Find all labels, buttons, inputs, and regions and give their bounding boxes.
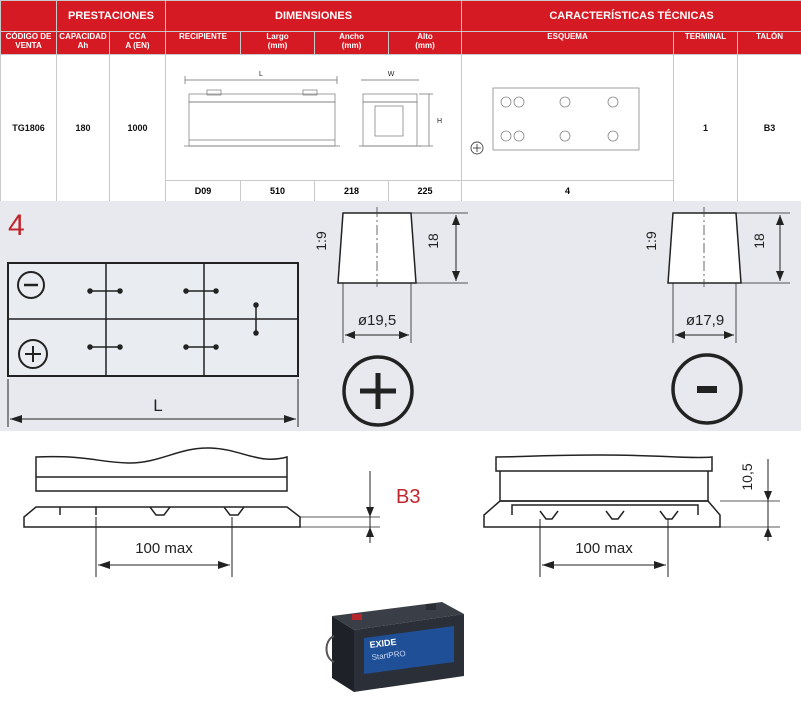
technical-diagram: 4 L 1:9 18 ø19 xyxy=(0,207,801,589)
col-terminal: TERMINAL xyxy=(673,31,739,55)
pos-top-dim: 1:9 xyxy=(313,231,329,251)
esquema-drawing xyxy=(470,87,639,155)
spec-table-area: PRESTACIONES DIMENSIONES CARACTERÍSTICAS… xyxy=(0,0,801,202)
dimension-drawing: L W H xyxy=(183,71,442,147)
length-label: L xyxy=(153,396,162,415)
cell-largo: 510 xyxy=(240,180,316,202)
col-recipiente: RECIPIENTE xyxy=(165,31,242,55)
minus-terminal-icon xyxy=(17,271,45,299)
cell-cca: 1000 xyxy=(108,54,167,202)
technical-diagram-panel: 4 L 1:9 18 ø19 xyxy=(0,201,801,589)
cell-terminal: 1 xyxy=(673,54,739,202)
neg-height-dim: 18 xyxy=(751,233,767,249)
minus-symbol-icon xyxy=(671,353,743,425)
cell-capacidad: 180 xyxy=(56,54,110,202)
left-max-label: 100 max xyxy=(135,540,193,557)
photo-product-label: StartPRO xyxy=(371,649,406,662)
battery-product-photo: EXIDE StartPRO xyxy=(318,596,468,696)
prestaciones-header: PRESTACIONES xyxy=(55,0,167,32)
pos-height-dim: 18 xyxy=(425,233,441,249)
drawing-label-w: W xyxy=(387,71,394,78)
esquema-drawing-cell xyxy=(461,54,675,181)
hold-down-label: B3 xyxy=(396,486,420,508)
plus-terminal-icon xyxy=(18,339,48,369)
scheme-number: 4 xyxy=(8,209,25,242)
neg-diameter: ø17,9 xyxy=(686,312,724,329)
right-max-label: 100 max xyxy=(575,540,633,557)
col-codigo: CÓDIGO DE VENTA xyxy=(0,31,57,55)
dimension-drawing-cell: L W H xyxy=(165,54,463,181)
cell-esquema: 4 xyxy=(461,180,675,202)
caracteristicas-header: CARACTERÍSTICAS TÉCNICAS xyxy=(461,0,801,32)
blank-header-cell xyxy=(0,0,57,32)
col-alto: Alto(mm) xyxy=(388,31,463,55)
negative-terminal-drawing xyxy=(667,207,790,343)
photo-brand-label: EXIDE xyxy=(369,637,397,650)
drawing-label-h: H xyxy=(437,118,442,125)
col-largo: Largo(mm) xyxy=(240,31,316,55)
dimensiones-header: DIMENSIONES xyxy=(165,0,463,32)
cell-talon: B3 xyxy=(737,54,801,202)
cell-codigo: TG1806 xyxy=(0,54,57,202)
positive-terminal-drawing xyxy=(337,207,468,343)
pos-diameter: ø19,5 xyxy=(358,312,396,329)
col-ancho: Ancho(mm) xyxy=(314,31,390,55)
drawing-label-l: L xyxy=(259,71,263,78)
spec-table: PRESTACIONES DIMENSIONES CARACTERÍSTICAS… xyxy=(0,0,801,202)
cell-alto: 225 xyxy=(388,180,463,202)
cell-recipiente: D09 xyxy=(165,180,242,202)
plus-symbol-icon xyxy=(342,355,414,427)
neg-top-dim: 1:9 xyxy=(643,231,659,251)
col-esquema: ESQUEMA xyxy=(461,31,675,55)
right-height-dim: 10,5 xyxy=(739,463,755,490)
cell-ancho: 218 xyxy=(314,180,390,202)
battery-photo-drawing: EXIDE StartPRO xyxy=(325,602,464,692)
col-talon: TALÓN xyxy=(737,31,801,55)
